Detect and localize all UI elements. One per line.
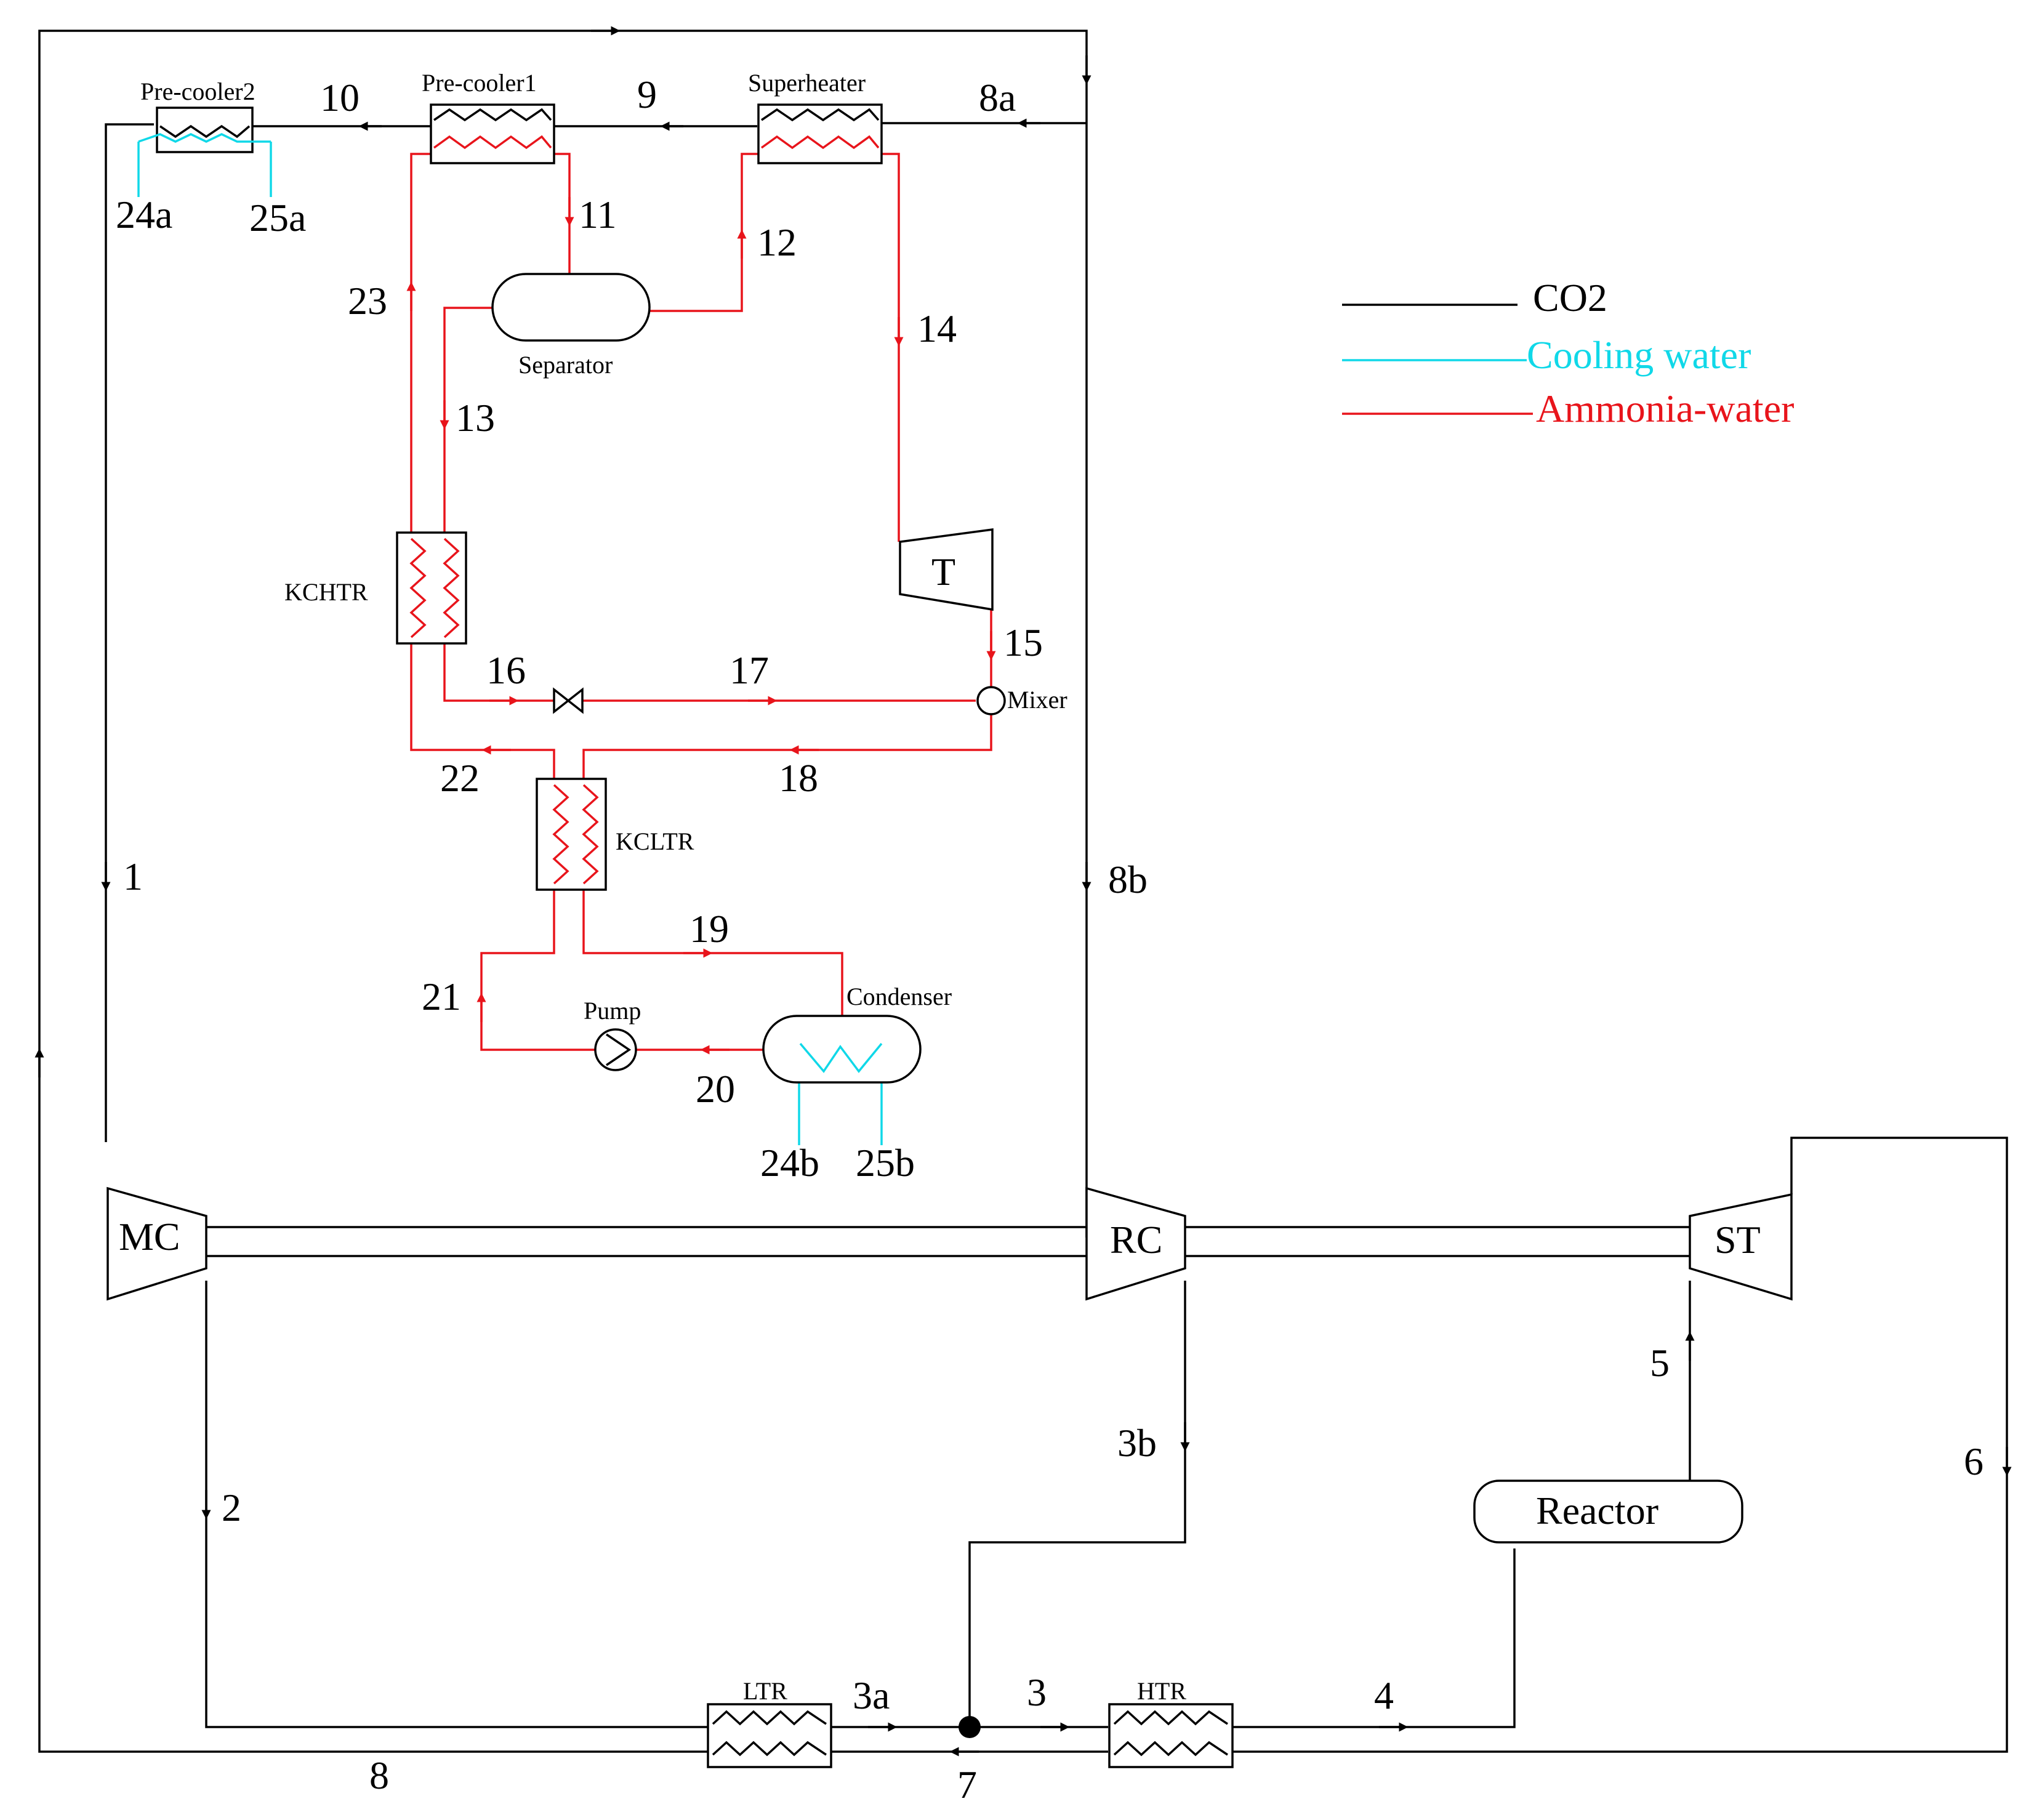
pump (594, 1028, 637, 1071)
stream-10: 10 (320, 76, 360, 119)
stream-1: 1 (123, 855, 143, 898)
stream-22: 22 (440, 756, 480, 800)
precooler1 (430, 103, 555, 164)
kcltr-label: KCLTR (616, 827, 694, 855)
mixer-label: Mixer (1007, 686, 1067, 714)
stream-11: 11 (579, 193, 617, 236)
stream-25b: 25b (856, 1141, 915, 1185)
stream-8b: 8b (1108, 858, 1148, 901)
stream-6: 6 (1964, 1439, 1984, 1483)
pump-label: Pump (584, 997, 641, 1025)
st-label: ST (1714, 1218, 1761, 1262)
stream-16: 16 (486, 648, 526, 692)
condenser-label: Condenser (846, 983, 952, 1010)
legend-cooling-label: Cooling water (1527, 333, 1751, 377)
main-compressor (107, 1186, 207, 1301)
stream-5: 5 (1650, 1341, 1670, 1385)
stream-8a: 8a (979, 76, 1016, 119)
recompressor (1085, 1186, 1186, 1301)
stream-7: 7 (957, 1763, 977, 1806)
stream-3a: 3a (853, 1673, 890, 1717)
ltr-label: LTR (743, 1677, 787, 1705)
htr-label: HTR (1137, 1677, 1186, 1705)
steam-turbine (1689, 1193, 1793, 1301)
stream-23: 23 (348, 279, 387, 323)
stream-13: 13 (456, 396, 495, 440)
co2-arrows (34, 26, 2012, 1757)
stream-labels: 1 2 3 3a 3b 4 5 6 7 8 8a 8b 9 10 11 12 1… (116, 73, 1984, 1806)
legend: CO2 Cooling water Ammonia-water (1342, 276, 1794, 430)
stream-24a: 24a (116, 193, 172, 236)
superheater-label: Superheater (748, 69, 866, 97)
mixer (976, 686, 1006, 715)
stream-20: 20 (696, 1067, 735, 1111)
kchtr (396, 531, 467, 645)
stream-9: 9 (637, 73, 657, 116)
stream-24b: 24b (760, 1141, 819, 1185)
stream-25a: 25a (249, 196, 306, 240)
rc-label: RC (1110, 1218, 1162, 1262)
stream-2: 2 (222, 1486, 241, 1529)
stream-19: 19 (689, 907, 729, 951)
stream-21: 21 (422, 975, 461, 1018)
legend-co2-label: CO2 (1533, 276, 1607, 320)
superheater (757, 103, 883, 164)
stream-8: 8 (369, 1754, 389, 1797)
kchtr-label: KCHTR (284, 578, 368, 606)
turbine-t (899, 528, 994, 611)
throttle-valve (553, 687, 584, 714)
stream-14: 14 (917, 307, 957, 350)
precooler2 (138, 107, 271, 153)
mixing-junction (959, 1716, 981, 1738)
reactor (1473, 1480, 1743, 1544)
stream-3b: 3b (1117, 1421, 1157, 1465)
stream-18: 18 (779, 756, 818, 800)
reactor-label: Reactor (1536, 1489, 1658, 1532)
precooler2-label: Pre-cooler2 (140, 78, 255, 105)
condenser-coil (799, 1042, 883, 1073)
stream-12: 12 (757, 220, 797, 264)
separator (491, 273, 651, 342)
stream-17: 17 (730, 648, 769, 692)
turbine-t-label: T (931, 550, 955, 594)
htr (1108, 1703, 1234, 1768)
stream-15: 15 (1003, 621, 1043, 664)
ltr (707, 1703, 832, 1768)
mc-label: MC (119, 1215, 180, 1258)
legend-ammonia-label: Ammonia-water (1536, 387, 1794, 430)
stream-3: 3 (1027, 1670, 1047, 1714)
separator-label: Separator (518, 351, 613, 379)
precooler1-label: Pre-cooler1 (422, 69, 537, 97)
kcltr (536, 778, 607, 891)
stream-4: 4 (1374, 1673, 1394, 1717)
ammonia-water-arrows (406, 197, 996, 1055)
